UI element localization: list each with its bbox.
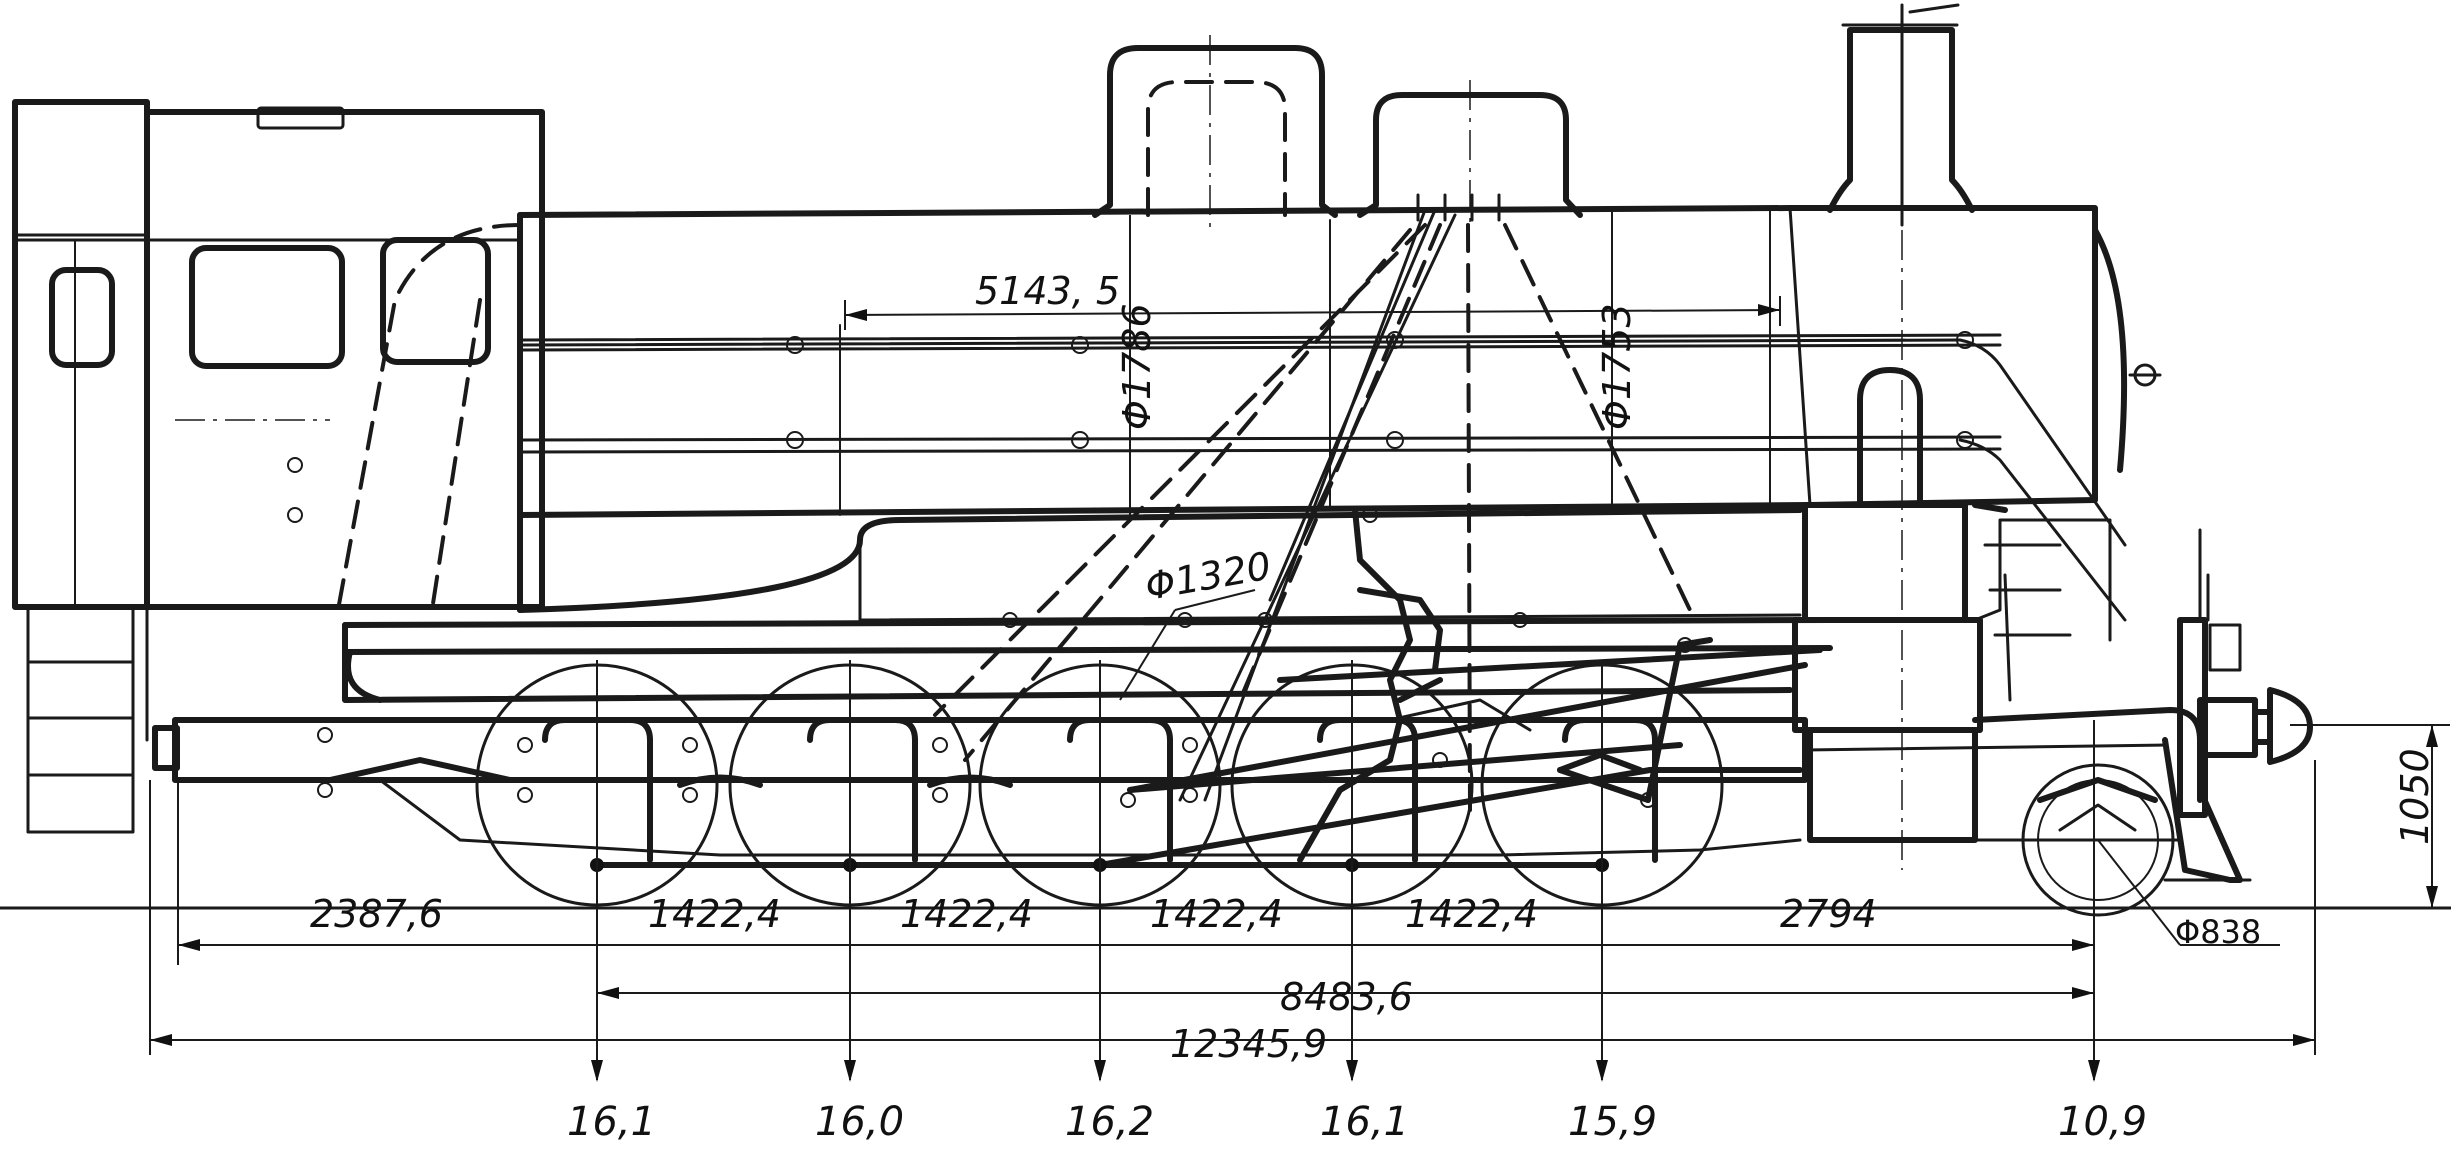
main-rod <box>1097 767 1653 868</box>
dimension-lines <box>149 210 2450 1082</box>
dim-axle-spacing-1: 1422,4 <box>648 892 781 936</box>
dim-driving-wheel-diameter: Φ1320 <box>1142 544 1274 609</box>
cab-front-window <box>380 237 491 365</box>
springs <box>327 752 2158 832</box>
dim-overall-length: 12345,9 <box>1170 1022 1327 1066</box>
axle-load-2: 16,0 <box>815 1099 904 1145</box>
rods <box>594 208 1823 868</box>
dim-boiler-rear-diameter: Φ1786 <box>1115 303 1159 430</box>
cab-side-window <box>189 245 345 369</box>
sand-pipes <box>933 223 1692 812</box>
dim-leading-wheel-diameter: Φ838 <box>2175 913 2261 951</box>
dim-front-axle: 2794 <box>1780 892 1877 936</box>
wheels <box>475 663 2175 917</box>
front-end <box>1792 367 2313 883</box>
dim-buffer-height: 1050 <box>2393 748 2437 845</box>
dim-axle-spacing-2: 1422,4 <box>900 892 1033 936</box>
boiler <box>517 3 2162 622</box>
frame <box>152 507 2167 863</box>
axle-loads: 16,1 16,0 16,2 16,1 15,9 10,9 <box>567 1099 2147 1145</box>
leading-wheel <box>2021 763 2175 917</box>
sand-dome <box>1357 92 1583 218</box>
axle-load-3: 16,2 <box>1065 1099 1154 1145</box>
dim-axle-spacing-4: 1422,4 <box>1405 892 1538 936</box>
buffer <box>2197 697 2258 758</box>
dimension-labels: 2387,6 1422,4 1422,4 1422,4 1422,4 2794 … <box>310 269 2437 1066</box>
steam-dome <box>1092 45 1338 218</box>
buffer-head <box>2267 687 2313 765</box>
dim-boiler-front-diameter: Φ1753 <box>1595 303 1639 430</box>
dim-overhang-rear: 2387,6 <box>310 892 443 936</box>
dim-axle-spacing-3: 1422,4 <box>1150 892 1283 936</box>
cab <box>12 99 545 834</box>
dim-boiler-barrel: 5143, 5 <box>975 269 1120 313</box>
cab-door-window <box>49 267 115 368</box>
axle-load-6: 10,9 <box>2058 1099 2147 1145</box>
centerlines <box>175 35 1903 870</box>
axle-load-4: 16,1 <box>1320 1099 1409 1145</box>
axle-load-5: 15,9 <box>1568 1099 1657 1145</box>
axle-load-1: 16,1 <box>567 1099 656 1145</box>
dim-rigid-wheelbase: 8483,6 <box>1280 975 1413 1019</box>
